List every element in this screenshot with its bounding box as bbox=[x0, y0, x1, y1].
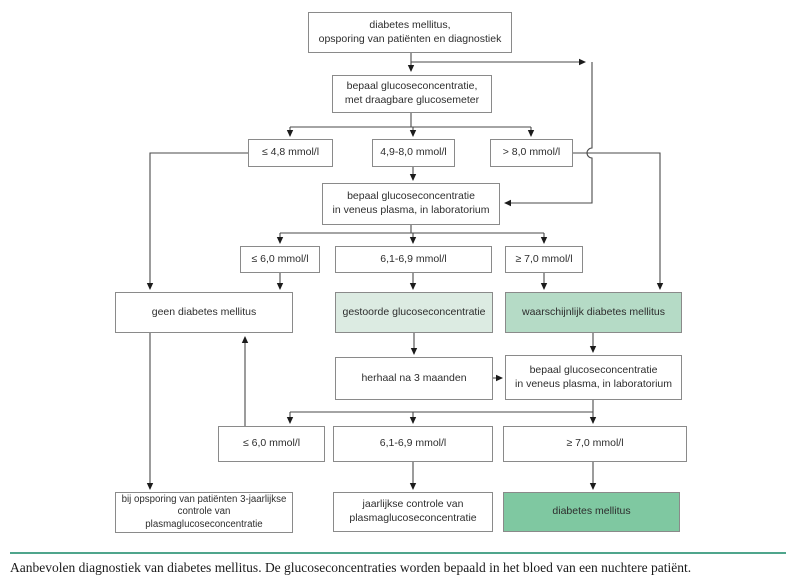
figure-caption: Aanbevolen diagnostiek van diabetes mell… bbox=[10, 560, 692, 575]
flow-node-screening-3-yearly: bij opsporing van patiënten 3-jaarlijkse… bbox=[115, 492, 293, 533]
flow-node-start: diabetes mellitus, opsporing van patiënt… bbox=[308, 12, 512, 53]
flow-node-threshold-low-a: ≤ 6,0 mmol/l bbox=[240, 246, 320, 273]
flow-node-diabetes-mellitus: diabetes mellitus bbox=[503, 492, 680, 532]
flow-node-probable-diabetes: waarschijnlijk diabetes mellitus bbox=[505, 292, 682, 333]
flow-node-glucometer: bepaal glucoseconcentratie, met draagbar… bbox=[332, 75, 492, 113]
flow-node-yearly-control: jaarlijkse controle van plasmaglucosecon… bbox=[333, 492, 493, 532]
flow-node-no-diabetes: geen diabetes mellitus bbox=[115, 292, 293, 333]
flow-node-range-mid: 4,9-8,0 mmol/l bbox=[372, 139, 455, 167]
flow-node-threshold-high-a: ≥ 7,0 mmol/l bbox=[505, 246, 583, 273]
flow-node-threshold-high-b: ≥ 7,0 mmol/l bbox=[503, 426, 687, 462]
flow-node-range-low: ≤ 4,8 mmol/l bbox=[248, 139, 333, 167]
flow-node-threshold-mid-a: 6,1-6,9 mmol/l bbox=[335, 246, 492, 273]
flow-node-lab-test-1: bepaal glucoseconcentratie in veneus pla… bbox=[322, 183, 500, 225]
flow-node-range-high: > 8,0 mmol/l bbox=[490, 139, 573, 167]
flow-node-repeat-3-months: herhaal na 3 maanden bbox=[335, 357, 493, 400]
flow-node-threshold-low-b: ≤ 6,0 mmol/l bbox=[218, 426, 325, 462]
flow-node-lab-test-2: bepaal glucoseconcentratie in veneus pla… bbox=[505, 355, 682, 400]
caption-divider-rule bbox=[10, 552, 786, 554]
flow-node-threshold-mid-b: 6,1-6,9 mmol/l bbox=[333, 426, 493, 462]
flow-node-impaired-glucose: gestoorde glucoseconcentratie bbox=[335, 292, 493, 333]
